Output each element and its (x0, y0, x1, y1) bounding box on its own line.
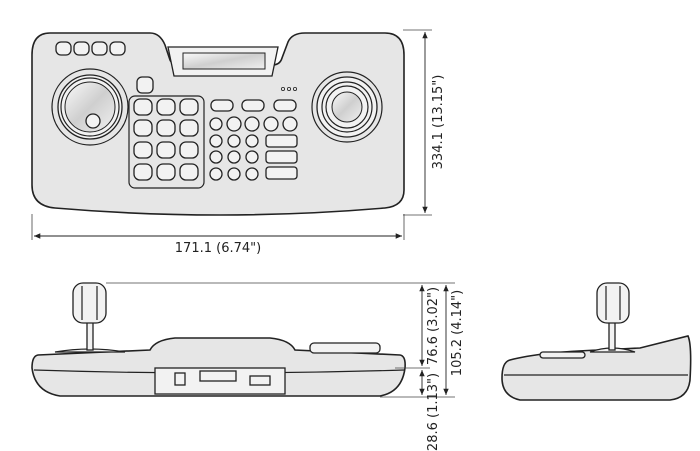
width-dimension-label: 171.1 (6.74") (175, 241, 261, 256)
joystick-shaft (86, 319, 94, 351)
joystick-top (311, 71, 383, 143)
long-buttons (265, 134, 298, 180)
numeric-keypad (133, 98, 199, 181)
side-joystick-handle (596, 282, 630, 324)
joystick-height-label: 76.6 (3.02") (426, 287, 441, 365)
menu-buttons (210, 99, 297, 112)
total-height-label: 105.2 (4.14") (450, 290, 465, 376)
round-buttons (209, 116, 298, 181)
keypad-frame (128, 95, 205, 189)
side-view (501, 282, 692, 401)
led-indicators (280, 87, 297, 92)
depth-dimension-label: 334.1 (13.15") (431, 75, 446, 170)
switch (249, 375, 271, 386)
function-buttons (55, 41, 126, 56)
top-view (31, 29, 432, 240)
front-keys (309, 342, 381, 354)
shift-button (136, 76, 154, 94)
power-port (174, 372, 186, 386)
rs485-terminal (199, 370, 237, 382)
joystick-handle (72, 282, 107, 324)
lcd-display (182, 52, 266, 70)
front-view (31, 282, 455, 398)
jog-shuttle-dial (51, 68, 129, 146)
body-height-label: 28.6 (1.13") (426, 373, 441, 451)
